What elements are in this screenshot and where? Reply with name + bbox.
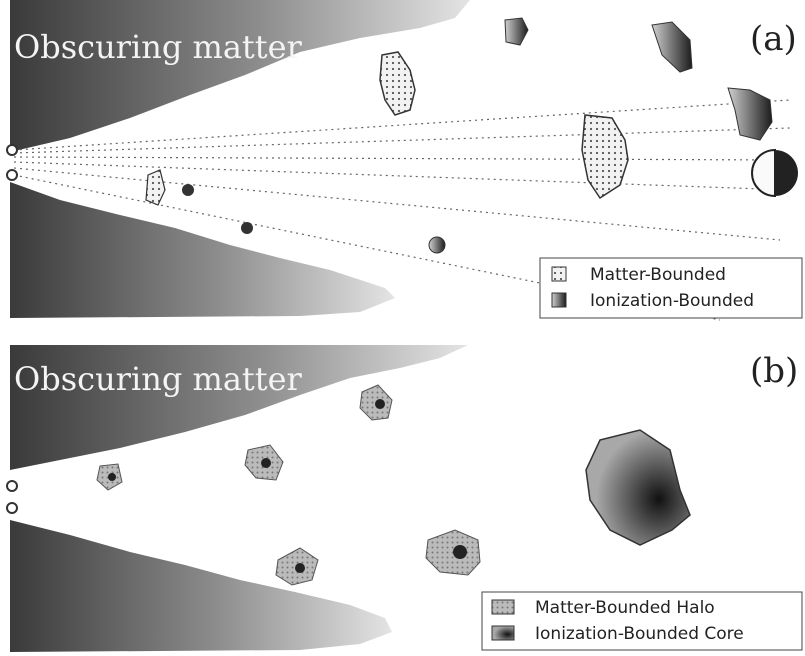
nucleus-upper-a bbox=[7, 145, 17, 155]
legend-label-matter-bounded: Matter-Bounded bbox=[590, 265, 726, 285]
halo-swatch bbox=[492, 600, 514, 614]
obscuring-label-a: Obscuring matter bbox=[14, 28, 303, 66]
panel-tag-b: (b) bbox=[750, 351, 798, 391]
ionization-bounded-swatch bbox=[552, 293, 566, 307]
panel-a: Obscuring matter (a) Matter-Bounded Ioni… bbox=[7, 0, 802, 320]
ionization-bounded-cloud bbox=[728, 88, 772, 140]
panel-tag-a: (a) bbox=[750, 19, 797, 59]
nucleus-upper-b bbox=[7, 481, 17, 491]
panel-b: Obscuring matter (b) Matter-Bounded Halo… bbox=[7, 345, 802, 652]
core-swatch bbox=[492, 626, 514, 640]
legend-label-core: Ionization-Bounded Core bbox=[535, 624, 744, 644]
ionization-bounded-cloud bbox=[652, 22, 692, 72]
ionization-bounded-cloud bbox=[775, 150, 798, 196]
nucleus-lower-a bbox=[7, 170, 17, 180]
ionization-bounded-cloud bbox=[182, 184, 194, 196]
ionization-bounded-cloud bbox=[505, 18, 528, 45]
obscuring-torus-lower-a bbox=[10, 182, 395, 318]
nucleus-lower-b bbox=[7, 503, 17, 513]
ionization-bounded-cloud bbox=[241, 222, 253, 234]
core-cloud bbox=[108, 473, 116, 481]
legend-b: Matter-Bounded Halo Ionization-Bounded C… bbox=[482, 592, 802, 650]
core-cloud bbox=[453, 545, 467, 559]
ionization-bounded-cloud bbox=[429, 237, 445, 253]
obscuring-torus-lower-b bbox=[10, 520, 392, 652]
core-cloud bbox=[261, 458, 271, 468]
core-cloud bbox=[295, 563, 305, 573]
ionization-bounded-cloud bbox=[752, 150, 775, 196]
legend-label-halo: Matter-Bounded Halo bbox=[535, 598, 715, 618]
matter-bounded-swatch bbox=[552, 267, 566, 281]
legend-label-ionization-bounded: Ionization-Bounded bbox=[590, 291, 754, 311]
large-halo-core-cloud bbox=[586, 430, 690, 545]
matter-bounded-cloud bbox=[146, 170, 165, 205]
core-cloud bbox=[375, 399, 385, 409]
legend-a: Matter-Bounded Ionization-Bounded bbox=[540, 258, 802, 318]
obscuring-label-b: Obscuring matter bbox=[14, 360, 303, 398]
halo-core-cloud bbox=[426, 530, 480, 575]
matter-bounded-cloud bbox=[582, 115, 628, 198]
matter-bounded-cloud bbox=[380, 52, 415, 115]
